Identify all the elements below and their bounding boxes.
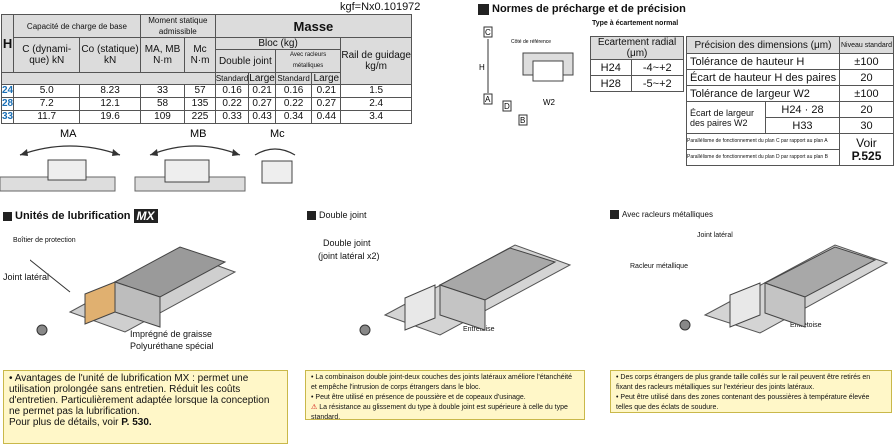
svg-text:A: A: [485, 95, 491, 104]
label-racleur: Racleur métallique: [630, 263, 688, 270]
col-h: H: [0, 14, 15, 73]
lubrif-note: • Avantages de l'unité de lubrification …: [3, 370, 288, 444]
col-mc: Mc N·m: [184, 37, 216, 73]
racleurs-title: Avec racleurs métalliques: [610, 210, 713, 219]
label-joint2: Joint latéral: [697, 232, 733, 239]
group-bloc: Bloc (kg): [214, 37, 342, 50]
precharge-subtitle: Type à écartement normal: [592, 20, 679, 27]
col-c: C (dynami-que) kN: [13, 37, 81, 73]
svg-text:C: C: [485, 28, 491, 37]
table-row: Tolérance de largeur W2±100: [686, 85, 895, 102]
sub-standard: Standard: [274, 72, 313, 85]
label-impregne: Imprégné de graisse: [130, 329, 213, 339]
group-moment: Moment statique admissible: [139, 14, 216, 38]
ma-label: MA: [60, 128, 77, 140]
precharge-header: Ecartement radial (μm): [590, 36, 684, 60]
label-joint: Joint latéral: [3, 272, 50, 282]
racleurs-note: • Des corps étrangers de plus grande tai…: [610, 370, 892, 413]
label-poly: Polyuréthane spécial: [130, 341, 214, 351]
warning-icon: ⚠: [311, 404, 318, 411]
group-charge: Capacité de charge de base: [13, 14, 141, 38]
svg-text:D: D: [504, 102, 510, 111]
table-row: Parallélisme de fonctionnement du plan C…: [686, 133, 895, 166]
svg-text:H: H: [479, 63, 485, 72]
precharge-title: Normes de précharge et de précision: [478, 3, 686, 15]
moment-diagrams: MA MB Mc: [0, 128, 296, 192]
svg-text:B: B: [520, 116, 525, 125]
col-rail: Rail de guidage kg/m: [340, 37, 412, 85]
mx-badge: MX: [133, 209, 158, 223]
group-double: Double joint: [214, 49, 276, 73]
table-row: H28-5~+2: [590, 75, 685, 92]
label-entretoise2: Entretoise: [790, 322, 822, 329]
col-mamb: MA, MB N·m: [139, 37, 186, 73]
precharge-table: Ecartement radial (μm) H24-4~+2 H28-5~+2: [590, 36, 685, 92]
mb-label: MB: [190, 128, 207, 140]
precision-table: Précision des dimensions (μm)Niveau stan…: [686, 36, 895, 166]
double-title: Double joint: [307, 210, 367, 220]
precharge-diagram: C A H Côté de référence D W2 B: [479, 26, 574, 126]
specs-table: H Capacité de charge de base Moment stat…: [0, 14, 413, 124]
group-racleurs: Avec racleurs métalliques: [274, 49, 342, 73]
col-co: Co (statique) kN: [79, 37, 141, 73]
svg-text:Côté de référence: Côté de référence: [511, 39, 551, 45]
table-row: Tolérance de hauteur H±100: [686, 53, 895, 70]
group-masse: Masse: [214, 14, 413, 38]
double-note: • La combinaison double joint-deux couch…: [305, 370, 585, 421]
lubrif-illustration: [30, 246, 237, 336]
sub-large: Large: [311, 72, 342, 85]
label-double2: (joint latéral x2): [318, 251, 380, 261]
sub-standard: Standard: [214, 72, 250, 85]
label-double: Double joint: [323, 238, 371, 248]
mc-label: Mc: [270, 128, 285, 140]
lubrif-title: Unités de lubrification MX: [3, 209, 158, 223]
double-illustration: [359, 244, 572, 336]
table-row: Parallélisme de fonctionnement du plan D…: [686, 149, 894, 166]
label-boitier: Boîtier de protection: [13, 237, 76, 244]
svg-text:W2: W2: [543, 98, 556, 107]
unit-conversion-note: kgf=Nx0.101972: [340, 1, 421, 13]
table-row: H24-4~+2: [590, 59, 685, 76]
sub-large: Large: [248, 72, 276, 85]
label-entretoise: Entretoise: [463, 326, 495, 333]
racleurs-illustration: [679, 244, 889, 334]
